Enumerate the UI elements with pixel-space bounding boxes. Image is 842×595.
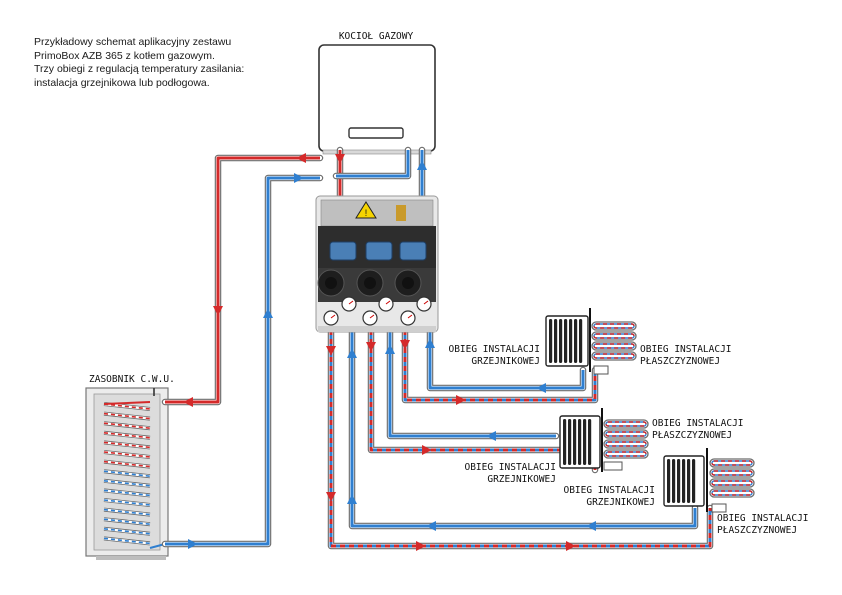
pump-3 (399, 241, 427, 261)
flow-arrow (366, 342, 376, 352)
flow-arrow (294, 173, 304, 183)
circuit-1-return-pipe (426, 326, 587, 392)
warning-icon (355, 201, 377, 219)
thermometers (323, 296, 432, 326)
circuit-2-floor-heating (603, 419, 649, 459)
caption-line: PrimoBox AZB 365 z kotłem gazowym. (34, 49, 215, 62)
heat-emitters (545, 308, 755, 513)
circuit-3-floor-heating (709, 458, 755, 498)
circuit-2-return-pipe (386, 326, 560, 440)
tank-coil (103, 401, 166, 549)
circuit-2-radiator-label: OBIEG INSTALACJI (464, 462, 556, 473)
dhw-tank (85, 387, 169, 560)
gas-boiler (318, 44, 436, 155)
circuit-1-supply-pipe (401, 326, 599, 404)
flow-arrow (486, 431, 496, 441)
circuit-3-radiator-label-2: GRZEJNIKOWEJ (586, 497, 655, 508)
flow-arrows (183, 153, 596, 551)
flow-arrow (213, 306, 223, 316)
pump-1 (329, 241, 357, 261)
circuit-1-floor-label-2: PŁASZCZYZNOWEJ (640, 356, 720, 367)
flow-arrow (326, 492, 336, 502)
tank-return-pipe (161, 174, 324, 548)
circuit-2-radiator (559, 415, 601, 469)
description-caption: Przykładowy schemat aplikacyjny zestawu … (34, 36, 304, 90)
circuit-1-floor-heating (591, 321, 637, 361)
circuit-2-floor-label-2: PŁASZCZYZNOWEJ (652, 430, 732, 441)
flow-arrow (425, 338, 435, 348)
circuit-1-radiator-label: OBIEG INSTALACJI (448, 344, 540, 355)
boiler-return-link (332, 146, 412, 180)
flow-arrow (400, 340, 410, 350)
circuit-3-radiator-label: OBIEG INSTALACJI (563, 485, 655, 496)
flow-arrow (347, 494, 357, 504)
circuit-3-radiator (663, 455, 705, 507)
circuit-1-floor-label: OBIEG INSTALACJI (640, 344, 732, 355)
flow-arrow (385, 344, 395, 354)
flow-arrow (326, 346, 336, 356)
circuit-2-radiator-label-2: GRZEJNIKOWEJ (487, 474, 556, 485)
flow-arrow (347, 348, 357, 358)
flow-arrow (417, 160, 427, 170)
circuit-3-floor-label-2: PŁASZCZYZNOWEJ (717, 525, 797, 536)
flow-arrow (296, 153, 306, 163)
pump-2 (365, 241, 393, 261)
tank-supply-pipe (161, 154, 324, 406)
flow-arrow (183, 397, 193, 407)
flow-arrow (335, 154, 345, 164)
caption-line: Przykładowy schemat aplikacyjny zestawu (34, 36, 232, 48)
flow-arrow (586, 521, 596, 531)
circuit-1-radiator (545, 315, 589, 367)
caption-line: Trzy obiegi z regulacją temperatury zasi… (34, 63, 245, 75)
circuit-1-radiator-label-2: GRZEJNIKOWEJ (471, 356, 540, 367)
pump-manifold: ! (315, 195, 439, 333)
svg-text:!: ! (365, 208, 368, 218)
flow-arrow (188, 539, 198, 549)
tank-label: ZASOBNIK C.W.U. (89, 374, 175, 385)
circuit-3-supply-pipe (327, 326, 714, 550)
boiler-label: KOCIOŁ GAZOWY (339, 31, 414, 42)
circuit-3-return-pipe (348, 326, 699, 530)
pipe-network (161, 146, 714, 550)
flow-arrow (263, 308, 273, 318)
flow-arrow (426, 521, 436, 531)
caption-line: instalacja grzejnikowa lub podłogowa. (34, 76, 210, 89)
flow-arrow (416, 541, 426, 551)
circuit-3-floor-label: OBIEG INSTALACJI (717, 513, 809, 524)
flow-arrow (566, 541, 576, 551)
circuit-2-floor-label: OBIEG INSTALACJI (652, 418, 744, 429)
flow-arrow (456, 395, 466, 405)
flow-arrow (536, 383, 546, 393)
flow-arrow (422, 445, 432, 455)
